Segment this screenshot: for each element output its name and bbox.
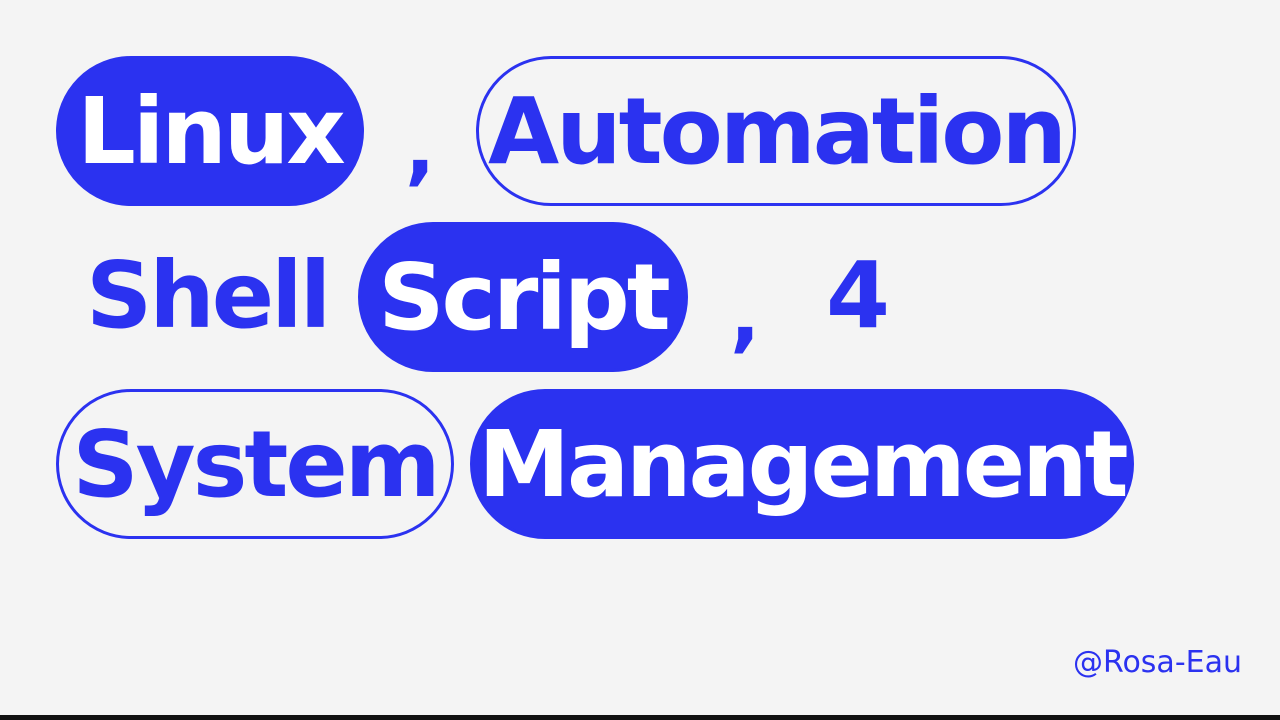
comma-separator-2: , xyxy=(730,268,761,361)
word-shell: Shell xyxy=(86,242,331,349)
bottom-border xyxy=(0,715,1280,720)
tag-linux-label: Linux xyxy=(77,77,345,185)
tag-automation-label: Automation xyxy=(487,77,1067,185)
author-handle: @Rosa-Eau xyxy=(1072,645,1242,680)
tag-system: System xyxy=(56,389,454,539)
number-four: 4 xyxy=(826,242,890,349)
tag-management: Management xyxy=(470,389,1134,539)
tag-automation: Automation xyxy=(476,56,1076,206)
tag-linux: Linux xyxy=(56,56,364,206)
tag-script: Script xyxy=(358,222,688,372)
tag-system-label: System xyxy=(72,410,440,518)
comma-separator: , xyxy=(405,101,436,194)
tag-management-label: Management xyxy=(478,410,1128,518)
tag-script-label: Script xyxy=(378,243,671,351)
